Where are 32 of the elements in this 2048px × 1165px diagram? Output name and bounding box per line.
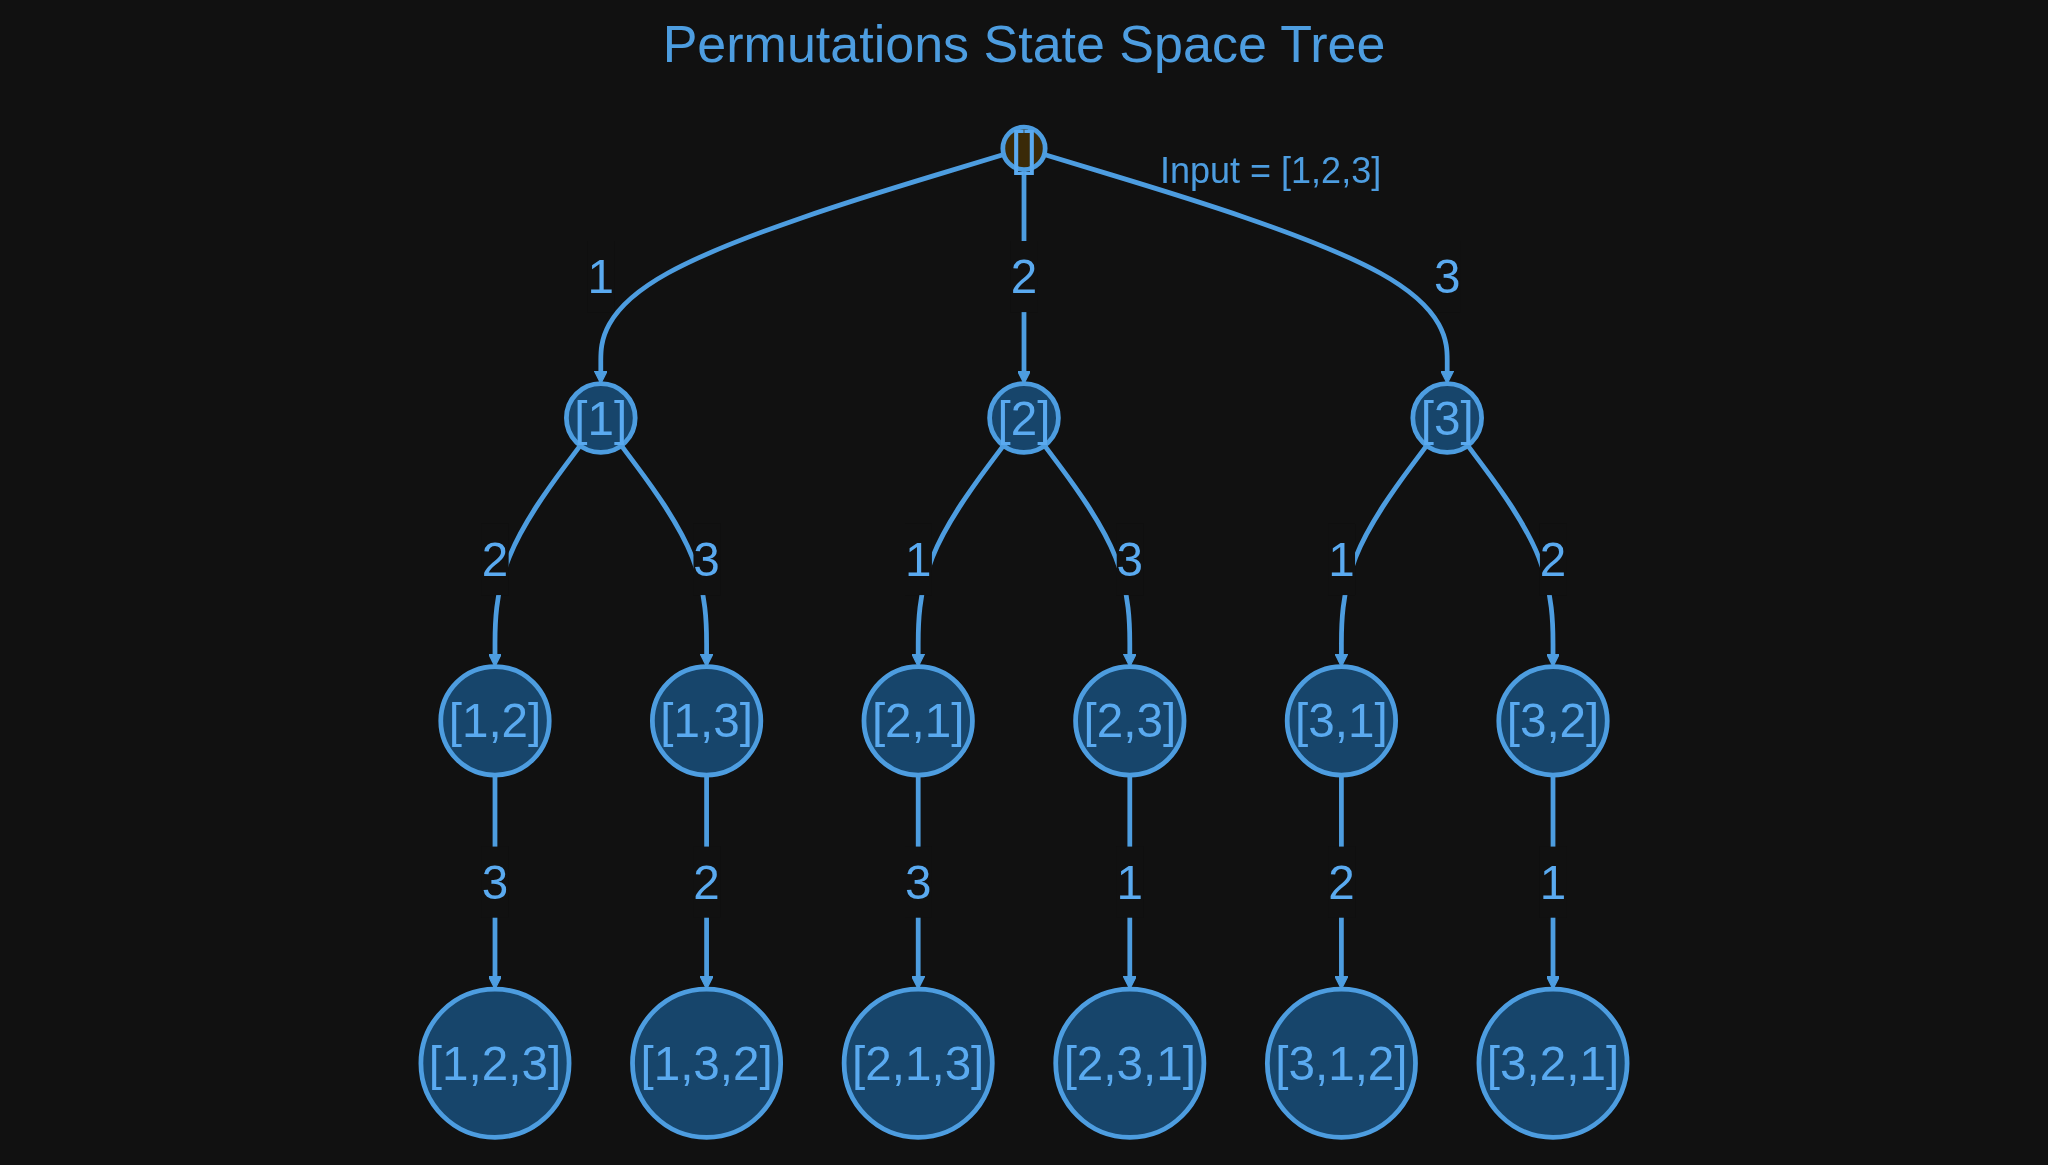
edge-label: 2 [1539, 533, 1567, 586]
diagram-title: Permutations State Space Tree [661, 14, 1387, 74]
node-circle: [1,2,3] [418, 986, 572, 1140]
node-circle: [2,3,1] [1053, 986, 1207, 1140]
edge-label: 3 [904, 855, 932, 909]
node-circle: [1,3,2] [630, 986, 784, 1140]
node-circle: [2,3] [1073, 664, 1187, 778]
edge-label: 2 [481, 533, 509, 586]
node-circle: [1] [564, 381, 638, 455]
edge-label: 3 [693, 533, 720, 586]
edge-label: 3 [1433, 250, 1461, 303]
note-text: Input = [1,2,3] [1160, 150, 1382, 192]
edge-label: 3 [1116, 533, 1144, 586]
edge-label: 2 [1328, 855, 1355, 909]
edge-label: 3 [481, 855, 509, 909]
node-circle: [2,1] [861, 664, 975, 778]
edge-label: 1 [1328, 533, 1355, 586]
node-circle: [1,3] [650, 664, 764, 778]
node-circle: [3,1] [1284, 664, 1398, 778]
node-circle: [2] [987, 381, 1061, 455]
node-circle: [3] [1410, 381, 1484, 455]
edge-label: 1 [587, 250, 615, 303]
edge-label: 2 [1010, 250, 1038, 303]
edge-label: 1 [904, 533, 932, 586]
edge-label: 2 [693, 855, 720, 909]
node-circle: [2,1,3] [841, 986, 995, 1140]
node-circle: [3,1,2] [1264, 986, 1418, 1140]
node-circle: [1,2] [438, 664, 552, 778]
node-circle: [3,2] [1496, 664, 1610, 778]
edge-label: 1 [1116, 855, 1144, 909]
node-circle: [3,2,1] [1476, 986, 1630, 1140]
edge-label: 1 [1539, 855, 1567, 909]
